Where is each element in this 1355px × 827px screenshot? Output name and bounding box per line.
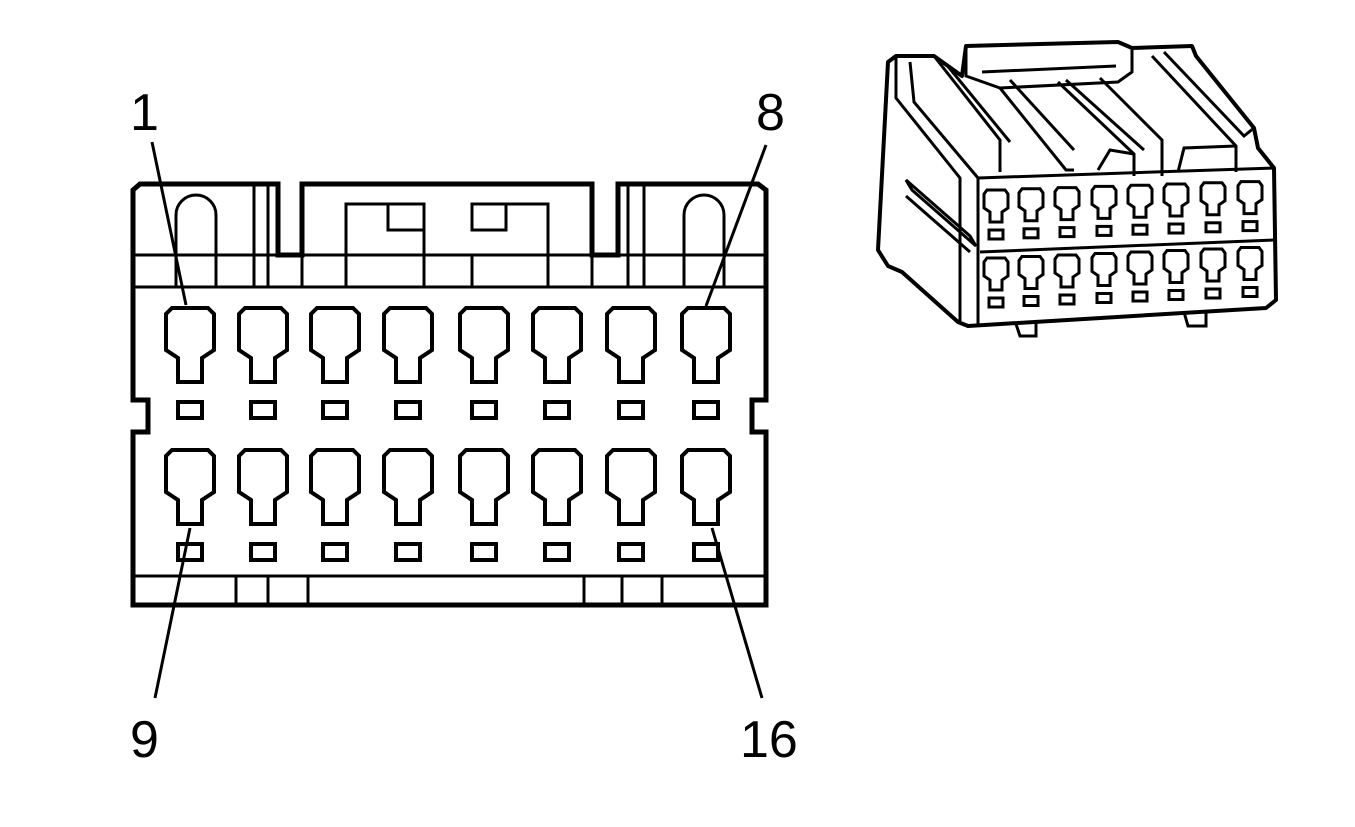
connector-housing-outline: [130, 181, 769, 608]
terminal-lock-14: [543, 542, 571, 562]
terminal-cavity-16: [680, 448, 732, 526]
terminal-cavity-1: [164, 306, 216, 384]
terminal-lock-6: [543, 400, 571, 420]
pin-label-1: 1: [130, 84, 159, 142]
iso-terminal-lock-15: [1204, 287, 1222, 300]
terminal-lock-12: [394, 542, 422, 562]
iso-terminal-cavity-4: [1090, 184, 1118, 220]
terminal-cavity-9: [164, 448, 216, 526]
iso-terminal-cavity-8: [1236, 180, 1264, 216]
terminal-cavity-12: [382, 448, 434, 526]
terminal-cavity-7: [605, 306, 657, 384]
iso-terminal-lock-11: [1058, 293, 1076, 306]
iso-terminal-lock-4: [1095, 224, 1113, 237]
iso-terminal-cavity-11: [1053, 253, 1081, 289]
terminal-cavity-3: [309, 306, 361, 384]
iso-terminal-lock-14: [1167, 289, 1185, 301]
terminal-lock-2: [249, 400, 277, 420]
iso-terminal-cavity-6: [1162, 182, 1190, 218]
terminal-lock-15: [617, 542, 645, 562]
connector-face-view: 1 8 9 16: [130, 84, 798, 769]
iso-terminal-cavity-9: [982, 256, 1010, 292]
iso-terminal-cavity-5: [1126, 183, 1154, 219]
iso-terminal-lock-2: [1022, 227, 1040, 240]
iso-terminal-cavity-15: [1199, 247, 1227, 283]
terminal-cavity-13: [458, 448, 510, 526]
terminal-lock-5: [470, 400, 498, 420]
terminal-cavity-2: [237, 306, 289, 384]
iso-terminal-cavity-2: [1017, 187, 1045, 223]
iso-terminal-lock-1: [987, 228, 1005, 241]
terminal-lock-9: [176, 542, 204, 562]
iso-terminal-cavity-1: [982, 188, 1010, 224]
terminal-lock-11: [321, 542, 349, 562]
terminal-lock-8: [692, 400, 720, 420]
iso-terminal-lock-10: [1022, 295, 1040, 307]
terminal-lock-10: [249, 542, 277, 562]
iso-terminal-cavities: [982, 180, 1264, 309]
iso-terminal-lock-7: [1204, 221, 1222, 234]
iso-terminal-lock-5: [1131, 223, 1149, 236]
terminal-cavity-10: [237, 448, 289, 526]
terminal-cavity-11: [309, 448, 361, 526]
terminal-cavities: [164, 306, 732, 562]
iso-terminal-lock-16: [1241, 286, 1259, 298]
iso-terminal-cavity-3: [1053, 186, 1081, 222]
iso-terminal-cavity-7: [1199, 181, 1227, 217]
iso-terminal-cavity-13: [1126, 250, 1154, 286]
terminal-lock-16: [692, 542, 720, 562]
terminal-cavity-4: [382, 306, 434, 384]
terminal-lock-7: [617, 400, 645, 420]
terminal-cavity-6: [531, 306, 583, 384]
iso-terminal-lock-13: [1131, 290, 1149, 303]
terminal-lock-1: [176, 400, 204, 420]
iso-terminal-lock-6: [1167, 222, 1185, 235]
terminal-lock-3: [321, 400, 349, 420]
iso-terminal-cavity-16: [1236, 246, 1264, 281]
terminal-cavity-5: [458, 306, 510, 384]
leader-line-pin-16: [710, 527, 764, 699]
iso-terminal-lock-12: [1095, 292, 1113, 304]
iso-terminal-lock-9: [987, 296, 1005, 309]
iso-housing-outline: [876, 40, 1278, 328]
pin-label-16: 16: [740, 711, 798, 769]
iso-terminal-cavity-14: [1162, 249, 1190, 284]
iso-terminal-lock-3: [1058, 226, 1076, 239]
terminal-cavity-8: [680, 306, 732, 384]
leader-line-pin-9: [153, 527, 192, 699]
iso-terminal-cavity-12: [1090, 252, 1118, 287]
terminal-lock-13: [470, 542, 498, 562]
terminal-cavity-14: [531, 448, 583, 526]
terminal-lock-4: [394, 400, 422, 420]
pin-label-8: 8: [756, 84, 785, 142]
leader-line-pin-1: [150, 141, 188, 306]
leader-line-pin-8: [704, 144, 768, 307]
pin-label-9: 9: [130, 711, 159, 769]
connector-isometric-view: [876, 40, 1278, 338]
terminal-cavity-15: [605, 448, 657, 526]
iso-terminal-cavity-10: [1017, 255, 1045, 290]
iso-terminal-lock-8: [1241, 220, 1259, 233]
